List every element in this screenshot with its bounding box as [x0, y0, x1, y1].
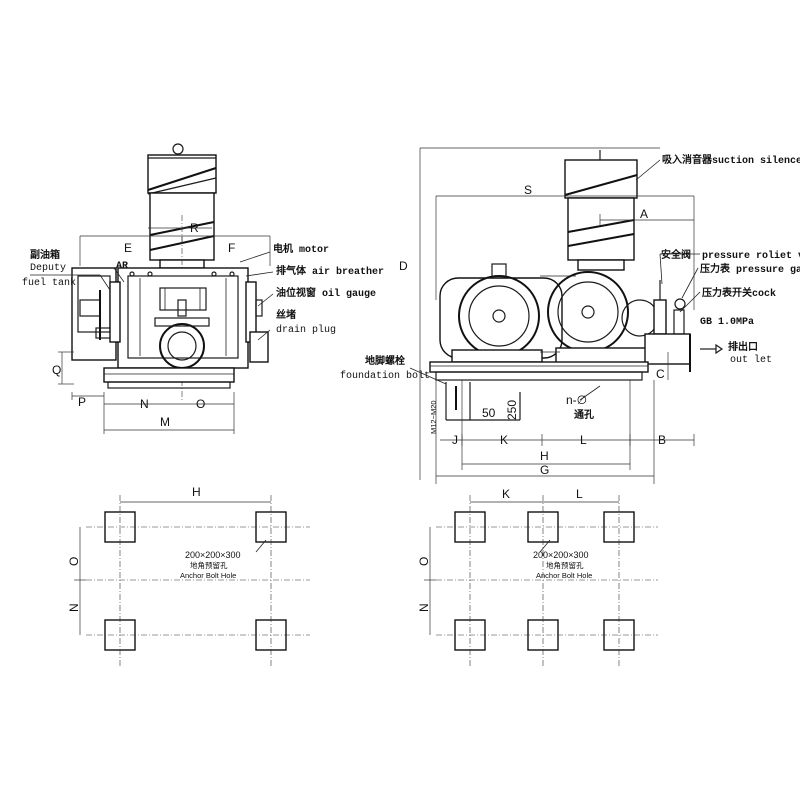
label-pressure-relief-valve: pressure roliet valve — [702, 250, 800, 262]
label-outlet-en: out let — [730, 354, 772, 366]
valve-assembly-side — [644, 280, 724, 372]
label-outlet-cn: 排出口 — [728, 340, 758, 354]
dim-side-K: K — [500, 433, 508, 447]
label-gb-spec: GB 1.0MPa — [700, 317, 754, 328]
dim-front-M: M — [160, 415, 170, 429]
dim-side-A: A — [640, 207, 648, 221]
foundation-bolt-detail — [445, 382, 521, 421]
dim-side-L: L — [580, 433, 587, 447]
side-dimensions — [419, 147, 695, 484]
label-ar: AR — [116, 261, 128, 272]
dim-side-D: D — [399, 259, 408, 273]
plan-view-left — [74, 495, 310, 668]
label-n-holes: n-∅ — [566, 393, 587, 407]
label-deputy-en1: Deputy — [30, 263, 66, 274]
label-suction-silencer: 吸入消音器suction silencer — [662, 153, 800, 167]
deputy-tank-front — [71, 267, 121, 361]
blower-casing-front — [109, 267, 269, 369]
dim-plan-right-N: N — [417, 603, 431, 612]
dim-side-bolt: M12~M20 — [429, 400, 438, 434]
dim-side-J: J — [452, 433, 458, 447]
label-foundation-bolt-en: foundation bolt — [340, 370, 430, 382]
side-leaders — [409, 159, 701, 401]
label-pressure-gauge: 压力表 pressure gauge — [700, 262, 800, 276]
label-anchor-cn-left: 地角预留孔 — [190, 560, 228, 570]
dim-plan-right-L: L — [576, 487, 583, 501]
side-view — [409, 147, 724, 484]
dim-front-Q: Q — [52, 363, 61, 377]
dim-side-50: 50 — [482, 406, 496, 420]
dim-side-G: G — [540, 463, 549, 477]
label-oil-gauge: 油位视窗 oil gauge — [276, 286, 376, 300]
dim-side-S: S — [524, 183, 532, 197]
front-view — [30, 143, 274, 434]
dim-side-H: H — [540, 449, 549, 463]
label-pressure-cock: 压力表开关cock — [702, 286, 776, 300]
dim-front-F: F — [228, 241, 235, 255]
label-hole-size-left: 200×200×300 — [185, 550, 241, 560]
label-drain-en: drain plug — [276, 324, 336, 336]
label-anchor-en-right: Anchor Bolt Hole — [536, 571, 592, 580]
dim-plan-right-O: O — [417, 557, 431, 566]
front-dimensions — [58, 227, 271, 434]
label-air-breather: 排气体 air breather — [276, 264, 384, 278]
label-safety-valve: 安全阀 — [661, 248, 691, 262]
dim-plan-left-O: O — [67, 557, 81, 566]
motor-side — [439, 263, 563, 363]
dim-side-250: 250 — [505, 400, 519, 420]
base-frame-side — [429, 361, 649, 381]
label-anchor-en-left: Anchor Bolt Hole — [180, 571, 236, 580]
dim-front-R: R — [190, 221, 199, 235]
dim-side-B: B — [658, 433, 666, 447]
dim-front-N: N — [140, 397, 149, 411]
label-drain-cn: 丝堵 — [276, 308, 296, 322]
dim-side-C: C — [656, 367, 665, 381]
label-foundation-bolt-cn: 地脚螺栓 — [365, 354, 405, 368]
dim-front-E: E — [124, 241, 132, 255]
dim-plan-left-H: H — [192, 485, 201, 499]
suction-silencer-side — [564, 150, 638, 271]
dim-front-O: O — [196, 397, 205, 411]
plan-view-right — [424, 495, 658, 668]
label-hole-size-right: 200×200×300 — [533, 550, 589, 560]
label-deputy-cn: 副油箱 — [30, 248, 60, 262]
label-through-hole: 通孔 — [574, 408, 594, 422]
dim-front-P: P — [78, 395, 86, 409]
base-frame-front — [103, 367, 235, 389]
label-deputy-en2: fuel tank — [22, 277, 76, 289]
label-anchor-cn-right: 地角预留孔 — [546, 560, 584, 570]
label-motor: 电机 motor — [273, 242, 329, 256]
front-leaders — [30, 251, 274, 341]
blower-side — [540, 271, 659, 365]
dim-plan-right-K: K — [502, 487, 510, 501]
dim-plan-left-N: N — [67, 603, 81, 612]
